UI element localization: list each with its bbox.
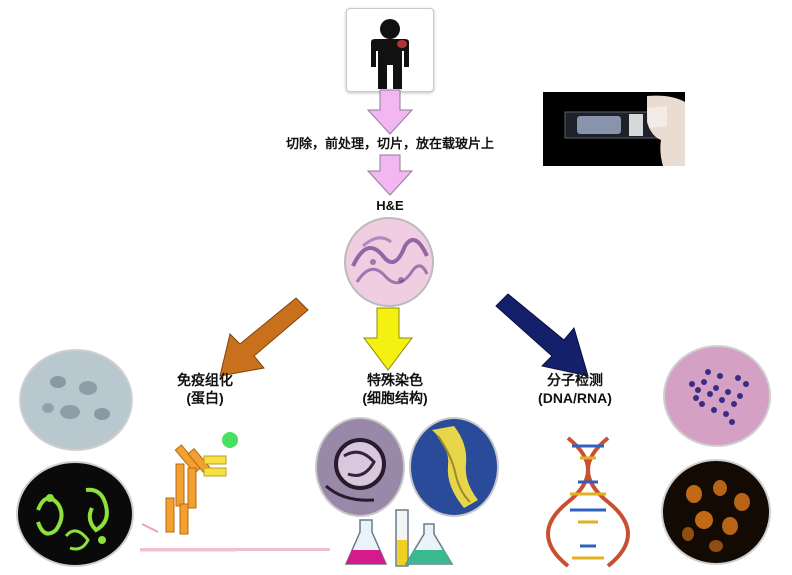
special-stain-micrograph-blue [409,417,499,517]
arrow-to-special [363,307,413,371]
special-label-line2: (细胞结构) [362,390,428,406]
molecular-label-line2: (DNA/RNA) [538,390,612,406]
he-label: H&E [376,198,404,213]
prep-step-label: 切除，前处理，切片，放在载玻片上 [285,136,494,151]
flow-arrow-1 [366,89,414,135]
ihc-brightfield-micrograph [19,349,133,451]
antibody-icon [140,432,238,552]
ihc-label-line1: 免疫组化 [177,372,233,388]
fish-micrograph [661,459,771,565]
ish-micrograph [663,345,771,447]
ihc-fluorescence-micrograph [16,461,134,567]
patient-card [346,8,434,92]
ihc-label-line2: (蛋白) [186,390,224,406]
arrow-to-molecular [495,293,589,377]
flow-arrow-2 [366,154,414,196]
glass-slide-photo [543,92,685,166]
patient-silhouette-icon [371,19,409,89]
arrow-to-ihc [219,297,309,377]
tissue-baseline [140,548,330,551]
special-label-line1: 特殊染色 [367,372,423,388]
lab-flasks-icon [344,509,454,567]
he-stain-micrograph [344,217,434,307]
special-stain-micrograph-violet [315,417,405,517]
dna-helix-icon [546,436,630,568]
molecular-label-line1: 分子检测 [547,372,603,388]
